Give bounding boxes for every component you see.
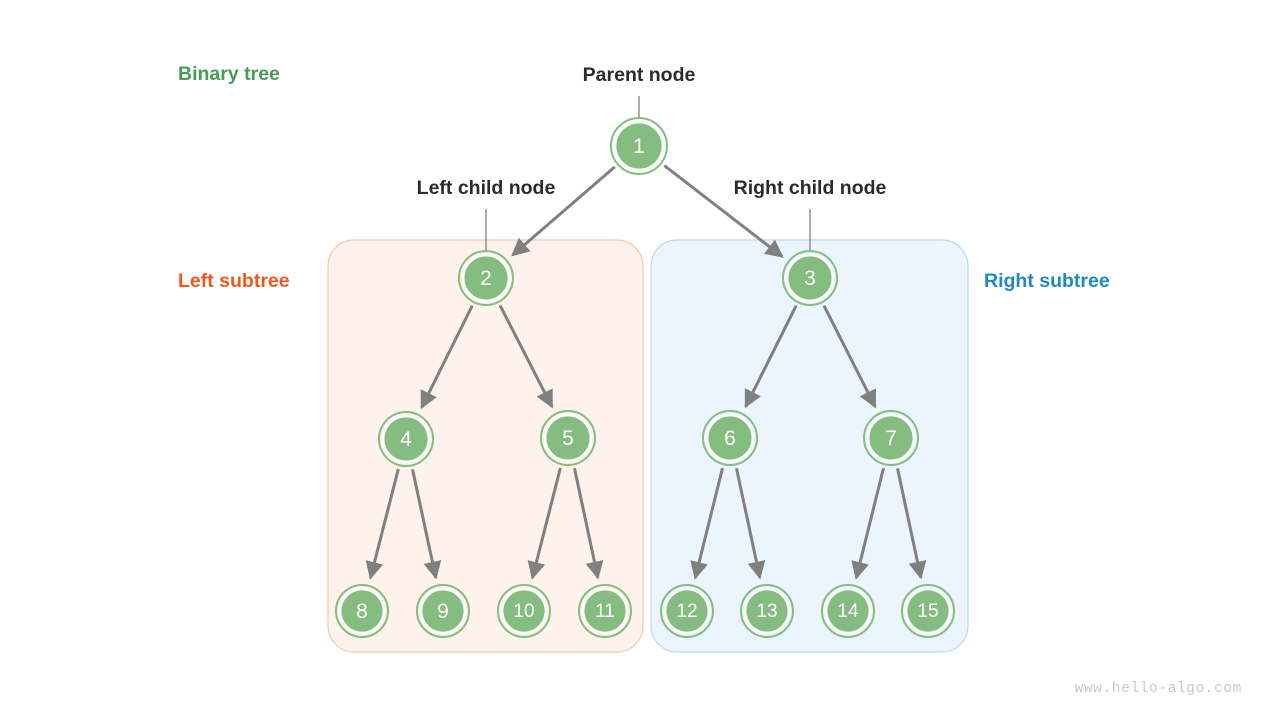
edge-n1-n2 [511, 165, 616, 257]
node-2-ring [458, 250, 514, 306]
edge-n3-n7 [822, 304, 877, 409]
edge-n2-n4 [420, 305, 474, 410]
tree-node-7[interactable]: 7 [863, 410, 919, 466]
node-15-circle [905, 588, 952, 635]
node-5-ring [540, 410, 596, 466]
node-4-circle [382, 415, 431, 464]
node-10-circle [501, 588, 548, 635]
node-4-ring [378, 411, 434, 467]
node-13-circle [744, 588, 791, 635]
diagram-labels: Left subtree Right subtree Parent nodeLeft… [178, 64, 1110, 292]
edge-n5-n11 [573, 468, 604, 580]
tree-node-15[interactable]: 15 [901, 584, 955, 638]
node-9-ring [416, 584, 470, 638]
tree-node-9[interactable]: 9 [416, 584, 470, 638]
edge-n2-n5 [498, 304, 554, 409]
node-6-circle [706, 414, 755, 463]
node-3-ring [782, 250, 838, 306]
node-14-circle [825, 588, 872, 635]
node-10-ring [497, 584, 551, 638]
node-12-ring [660, 584, 714, 638]
edge-n1-n3 [663, 164, 784, 258]
node-13-ring [740, 584, 794, 638]
node-14-ring [821, 584, 875, 638]
tree-node-10[interactable]: 10 [497, 584, 551, 638]
tree-node-3[interactable]: 3 [782, 250, 838, 306]
subtree-panels [327, 239, 969, 653]
tree-node-6[interactable]: 6 [702, 410, 758, 466]
tree-node-4[interactable]: 4 [378, 411, 434, 467]
tree-node-2[interactable]: 2 [458, 250, 514, 306]
node-9-value: 9 [437, 600, 449, 623]
node-8-circle [339, 588, 386, 635]
node-14-value: 14 [837, 601, 859, 622]
tree-node-1[interactable]: 1 [610, 117, 668, 175]
edge-n5-n10 [527, 467, 562, 580]
edge-n3-n6 [744, 305, 798, 409]
tree-node-5[interactable]: 5 [540, 410, 596, 466]
node-3-value: 3 [804, 267, 816, 290]
tree-node-12[interactable]: 12 [660, 584, 714, 638]
tree-node-14[interactable]: 14 [821, 584, 875, 638]
node-6-ring [702, 410, 758, 466]
node-12-value: 12 [676, 601, 697, 622]
annotation-right-child-node: Right child node [734, 177, 887, 199]
annotation-left-child-node: Left child node [417, 177, 556, 199]
tree-edges [365, 164, 927, 580]
node-1-circle [614, 120, 665, 171]
node-11-ring [578, 584, 632, 638]
node-9-circle [420, 588, 467, 635]
node-15-value: 15 [917, 601, 938, 622]
edge-n4-n9 [411, 468, 442, 580]
page-title: Binary tree [178, 63, 280, 85]
annotation-parent-node: Parent node [583, 64, 696, 86]
tree-node-8[interactable]: 8 [335, 584, 389, 638]
node-2-value: 2 [480, 267, 492, 290]
node-11-circle [582, 588, 629, 635]
node-11-value: 11 [595, 601, 615, 622]
node-1-value: 1 [633, 135, 645, 158]
edge-n6-n13 [735, 468, 766, 580]
node-10-value: 10 [513, 601, 534, 622]
node-7-circle [867, 414, 916, 463]
node-15-ring [901, 584, 955, 638]
node-1-ring [610, 117, 668, 175]
tree-node-13[interactable]: 13 [740, 584, 794, 638]
node-8-ring [335, 584, 389, 638]
node-13-value: 13 [756, 601, 777, 622]
node-6-value: 6 [724, 427, 736, 450]
node-4-value: 4 [400, 428, 412, 451]
node-12-circle [664, 588, 711, 635]
node-8-value: 8 [356, 600, 368, 623]
node-2-circle [462, 253, 511, 302]
edge-n4-n8 [365, 468, 400, 580]
edge-n6-n12 [690, 467, 724, 580]
edge-n7-n14 [851, 467, 885, 580]
label-right-subtree: Right subtree [984, 270, 1110, 292]
node-3-circle [786, 253, 835, 302]
node-5-value: 5 [562, 427, 574, 450]
annotation-leader-lines [485, 96, 811, 250]
node-5-circle [544, 414, 593, 463]
label-left-subtree: Left subtree [178, 270, 290, 292]
tree-node-11[interactable]: 11 [578, 584, 632, 638]
watermark: www.hello-algo.com [1075, 681, 1242, 697]
node-7-ring [863, 410, 919, 466]
node-7-value: 7 [885, 427, 897, 450]
edge-n7-n15 [896, 468, 927, 580]
